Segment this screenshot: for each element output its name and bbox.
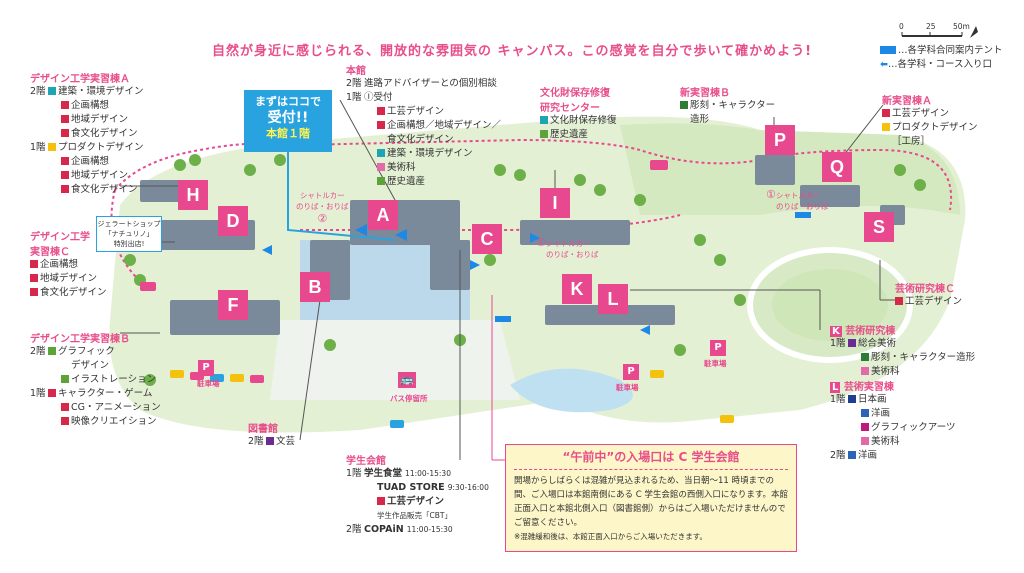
legend: …各学科合同案内テント ⬅…各学科・コース入り口 bbox=[880, 44, 1006, 72]
field-center bbox=[772, 269, 888, 341]
building-b-info: デザイン工学実習棟Ｂ 2階グラフィック デザイン イラストレーション 1階キャラ… bbox=[30, 334, 161, 427]
marker-s[interactable]: S bbox=[864, 212, 894, 242]
scale-bar bbox=[901, 26, 978, 38]
student-hall-info: 学生会館 1階学生食堂 11:00-15:30 TUAD STORE 9:30-… bbox=[346, 456, 489, 535]
cars bbox=[140, 160, 734, 428]
scale-50: 50m bbox=[953, 22, 970, 31]
bus-stop: バス停留所 bbox=[390, 394, 428, 403]
tents bbox=[495, 212, 811, 322]
notice-box: “午前中”の入場口は C 学生会館 開場からしばらくは混雑が見込まれるため、当日… bbox=[505, 444, 797, 552]
marker-i[interactable]: I bbox=[540, 188, 570, 218]
parking-1: 駐車場 bbox=[197, 379, 220, 388]
building-a-title: デザイン工学実習棟Ａ bbox=[30, 74, 130, 85]
tent-icon bbox=[880, 46, 896, 54]
marker-k[interactable]: K bbox=[562, 274, 592, 304]
building-c-info: デザイン工学 実習棟Ｃ 企画構想 地域デザイン 食文化デザイン bbox=[30, 232, 107, 298]
entrance-arrow-icon: ⬅ bbox=[880, 59, 888, 70]
gei-k-info: K 芸術研究棟 1階総合美術 彫刻・キャラクター造形 美術科 bbox=[830, 326, 976, 377]
bus-icon: 🚌 bbox=[398, 372, 416, 388]
library-info: 図書館 2階文芸 bbox=[248, 424, 296, 447]
marker-b[interactable]: B bbox=[300, 272, 330, 302]
marker-l[interactable]: L bbox=[598, 284, 628, 314]
notice-title: “午前中”の入場口は C 学生会館 bbox=[514, 445, 788, 470]
shuttle-route bbox=[114, 138, 761, 191]
parking-icon: P bbox=[623, 364, 639, 380]
marker-p[interactable]: P bbox=[765, 125, 795, 155]
pond bbox=[510, 368, 633, 413]
shin-a-info: 新実習棟Ａ 工芸デザイン プロダクトデザイン ［工房］ bbox=[882, 96, 978, 147]
trees bbox=[124, 154, 926, 386]
shuttle-stop-1a: ①シャトルカーのりば・おりば bbox=[536, 236, 599, 259]
scale-25: 25 bbox=[926, 22, 936, 31]
marker-h[interactable]: H bbox=[178, 180, 208, 210]
reception-callout: まずはココで 受付!! 本館１階 bbox=[244, 90, 332, 152]
marker-d[interactable]: D bbox=[218, 206, 248, 236]
leader-lines bbox=[110, 99, 900, 460]
parking-icon: P bbox=[710, 340, 726, 356]
parking-3: 駐車場 bbox=[704, 359, 727, 368]
bunkazai-info: 文化財保存修復 研究センター 文化財保存修復 歴史遺産 bbox=[540, 88, 617, 140]
gelato-sign: ジェラートショップ 「ナチュリノ」 特別出店! bbox=[96, 216, 162, 252]
marker-f[interactable]: F bbox=[218, 290, 248, 320]
callout-route bbox=[287, 150, 396, 241]
notice-body: 開場からしばらくは混雑が見込まれるため、当日朝～11 時頃までの間、ご入場口は本… bbox=[514, 476, 788, 528]
notice-note: ※混雑緩和後は、本館正面入口からご入場いただきます。 bbox=[514, 532, 708, 541]
parking-icon: P bbox=[198, 360, 214, 376]
marker-q[interactable]: Q bbox=[822, 152, 852, 182]
shin-b-info: 新実習棟Ｂ 彫刻・キャラクター 造形 bbox=[680, 88, 776, 125]
parking-2: 駐車場 bbox=[616, 383, 639, 392]
legend-entrance: …各学科・コース入り口 bbox=[887, 59, 992, 70]
entrance-arrows bbox=[262, 224, 650, 335]
headline: 自然が身近に感じられる、開放的な雰囲気の キャンパス。この感覚を自分で歩いて確か… bbox=[211, 44, 813, 59]
legend-tent: …各学科合同案内テント bbox=[898, 45, 1003, 56]
scale-0: 0 bbox=[899, 22, 904, 31]
shuttle-stop-1b: ①シャトルカーのりば・おりば bbox=[766, 188, 829, 211]
marker-a[interactable]: A bbox=[368, 200, 398, 230]
gei-c-info: 芸術研究棟Ｃ 工芸デザイン bbox=[895, 284, 963, 307]
gei-l-info: L 芸術実習棟 1階日本画 洋画 グラフィックアーツ 美術科 2階洋画 bbox=[830, 382, 956, 461]
marker-c[interactable]: C bbox=[472, 224, 502, 254]
building-a-info: デザイン工学実習棟Ａ 2階建築・環境デザイン 企画構想 地域デザイン 食文化デザ… bbox=[30, 70, 144, 197]
north-arrow-icon bbox=[970, 26, 978, 38]
